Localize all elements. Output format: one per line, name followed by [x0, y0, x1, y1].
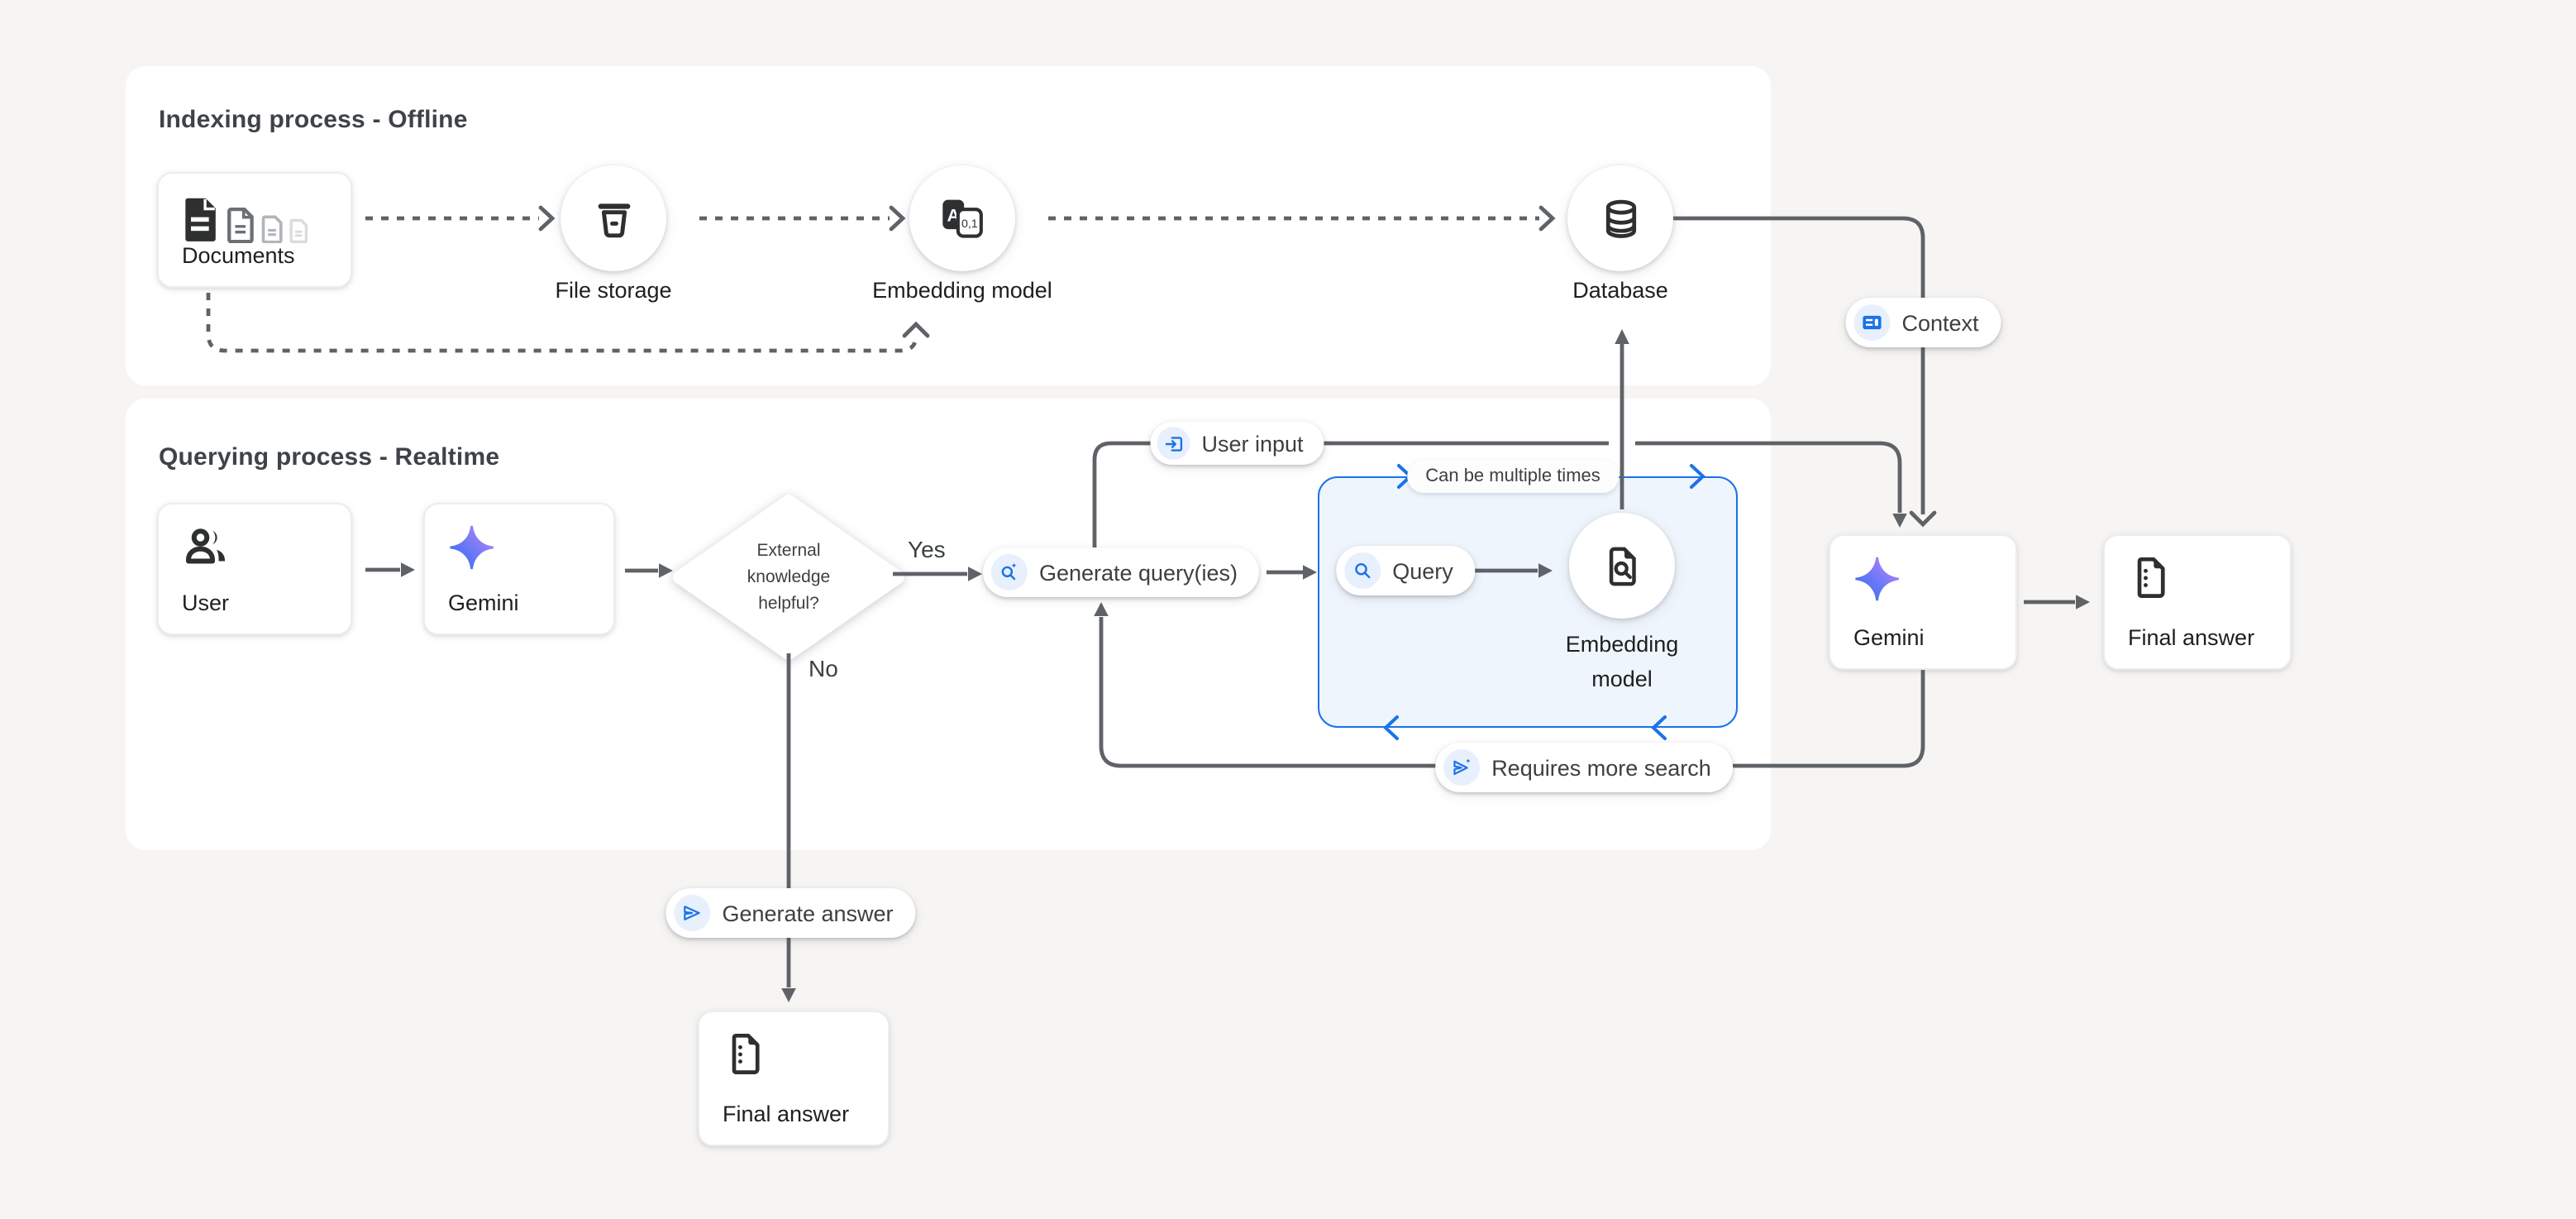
file-storage-bucket-icon — [597, 203, 630, 237]
connector-userinput-right — [1635, 441, 1902, 513]
generate-queries-pill-label: Generate query(ies) — [1038, 560, 1238, 585]
embedding-model-offline-label: Embedding model — [872, 278, 1052, 303]
login-arrow-icon — [1157, 427, 1190, 460]
query-pill-label: Query — [1392, 558, 1453, 583]
no-label: No — [809, 655, 838, 681]
arrowhead-database-up — [1615, 329, 1629, 344]
arrowhead-embedding-up — [902, 321, 930, 338]
doc-lines-icon — [732, 1033, 760, 1074]
context-pill-label: Context — [1901, 310, 1979, 335]
file-storage-node — [561, 165, 666, 271]
loop-chevron-bottom-left — [1383, 715, 1399, 740]
document-icon-small — [261, 215, 283, 243]
arrowhead-embedding-realtime — [1538, 563, 1553, 578]
documents-icon — [182, 192, 327, 243]
user-input-pill-label: User input — [1201, 431, 1304, 456]
svg-text:0,1: 0,1 — [961, 218, 978, 231]
generate-queries-pill: Generate query(ies) — [982, 547, 1260, 597]
yes-label: Yes — [908, 536, 946, 562]
arrowhead-finalanswer-bottom — [781, 988, 796, 1002]
arrowhead-gemini-main — [401, 562, 415, 577]
embedding-model-realtime-label: Embedding model — [1565, 632, 1679, 691]
gemini-star-icon — [450, 525, 494, 570]
file-storage-label: File storage — [555, 278, 672, 303]
embedding-model-offline-node: A 0,1 — [909, 165, 1015, 271]
connector-database-geminifinal — [1673, 216, 1925, 514]
arrowhead-database-dashed — [1538, 205, 1556, 232]
arrowhead-decision — [659, 563, 673, 578]
arrowhead-generatequeries-up — [1094, 602, 1109, 616]
generate-answer-pill: Generate answer — [665, 888, 915, 938]
arrowhead-finalanswer-right — [2076, 595, 2090, 610]
final-answer-right-label: Final answer — [2128, 625, 2255, 650]
querying-title: Querying process - Realtime — [159, 443, 500, 471]
loop-chevron-top-right — [1690, 464, 1705, 489]
database-node — [1567, 165, 1673, 271]
gemini-main-node: Gemini — [423, 503, 615, 635]
embedding-translate-icon: A 0,1 — [942, 199, 983, 238]
users-icon — [186, 528, 225, 564]
final-answer-bottom-label: Final answer — [723, 1102, 850, 1126]
database-label: Database — [1572, 278, 1668, 303]
send-icon — [674, 895, 711, 931]
connector-documents-embedding-return — [206, 293, 918, 353]
gemini-star-icon — [1855, 557, 1899, 601]
context-icon — [1853, 304, 1891, 341]
user-node: User — [157, 503, 352, 635]
arrowhead-geminifinal-context — [1909, 510, 1937, 528]
arrowhead-filestorage — [538, 205, 556, 232]
embedding-model-realtime-node — [1569, 513, 1675, 619]
indexing-title: Indexing process - Offline — [159, 106, 468, 134]
can-be-multiple-times-pill: Can be multiple times — [1407, 460, 1619, 493]
query-pill: Query — [1336, 546, 1475, 595]
final-answer-bottom-node: Final answer — [698, 1011, 890, 1146]
arrowhead-generatequeries — [968, 566, 982, 581]
send-sparkle-icon — [1443, 749, 1481, 786]
loop-region — [1318, 476, 1738, 728]
gemini-final-node: Gemini — [1829, 534, 2017, 670]
arrowhead-geminifinal-userinput — [1892, 514, 1907, 528]
database-icon — [1605, 198, 1636, 237]
connector-userinput-left — [1092, 441, 1609, 547]
gemini-main-label: Gemini — [448, 590, 519, 615]
document-icon-medium — [227, 207, 254, 243]
documents-label: Documents — [182, 243, 295, 268]
arrowhead-loopbox — [1303, 565, 1317, 580]
arrowhead-embedding — [889, 205, 906, 232]
generate-answer-pill-label: Generate answer — [722, 901, 894, 925]
requires-more-search-pill-label: Requires more search — [1491, 755, 1711, 780]
user-label: User — [182, 590, 230, 615]
search-sparkle-icon — [990, 554, 1028, 590]
search-icon — [1344, 552, 1381, 589]
gemini-final-label: Gemini — [1853, 625, 1925, 650]
final-answer-right-node: Final answer — [2103, 534, 2292, 670]
decision-question: External knowledge helpful? — [747, 541, 831, 613]
requires-more-search-pill: Requires more search — [1435, 743, 1733, 792]
user-input-pill: User input — [1150, 422, 1324, 465]
doc-search-icon — [1608, 546, 1635, 586]
document-icon-large — [185, 198, 216, 241]
context-pill: Context — [1845, 298, 2001, 347]
doc-lines-icon — [2137, 557, 2165, 598]
documents-node: Documents — [157, 172, 352, 288]
document-icon-tiny — [289, 218, 308, 243]
loop-chevron-bottom-right — [1651, 715, 1667, 740]
